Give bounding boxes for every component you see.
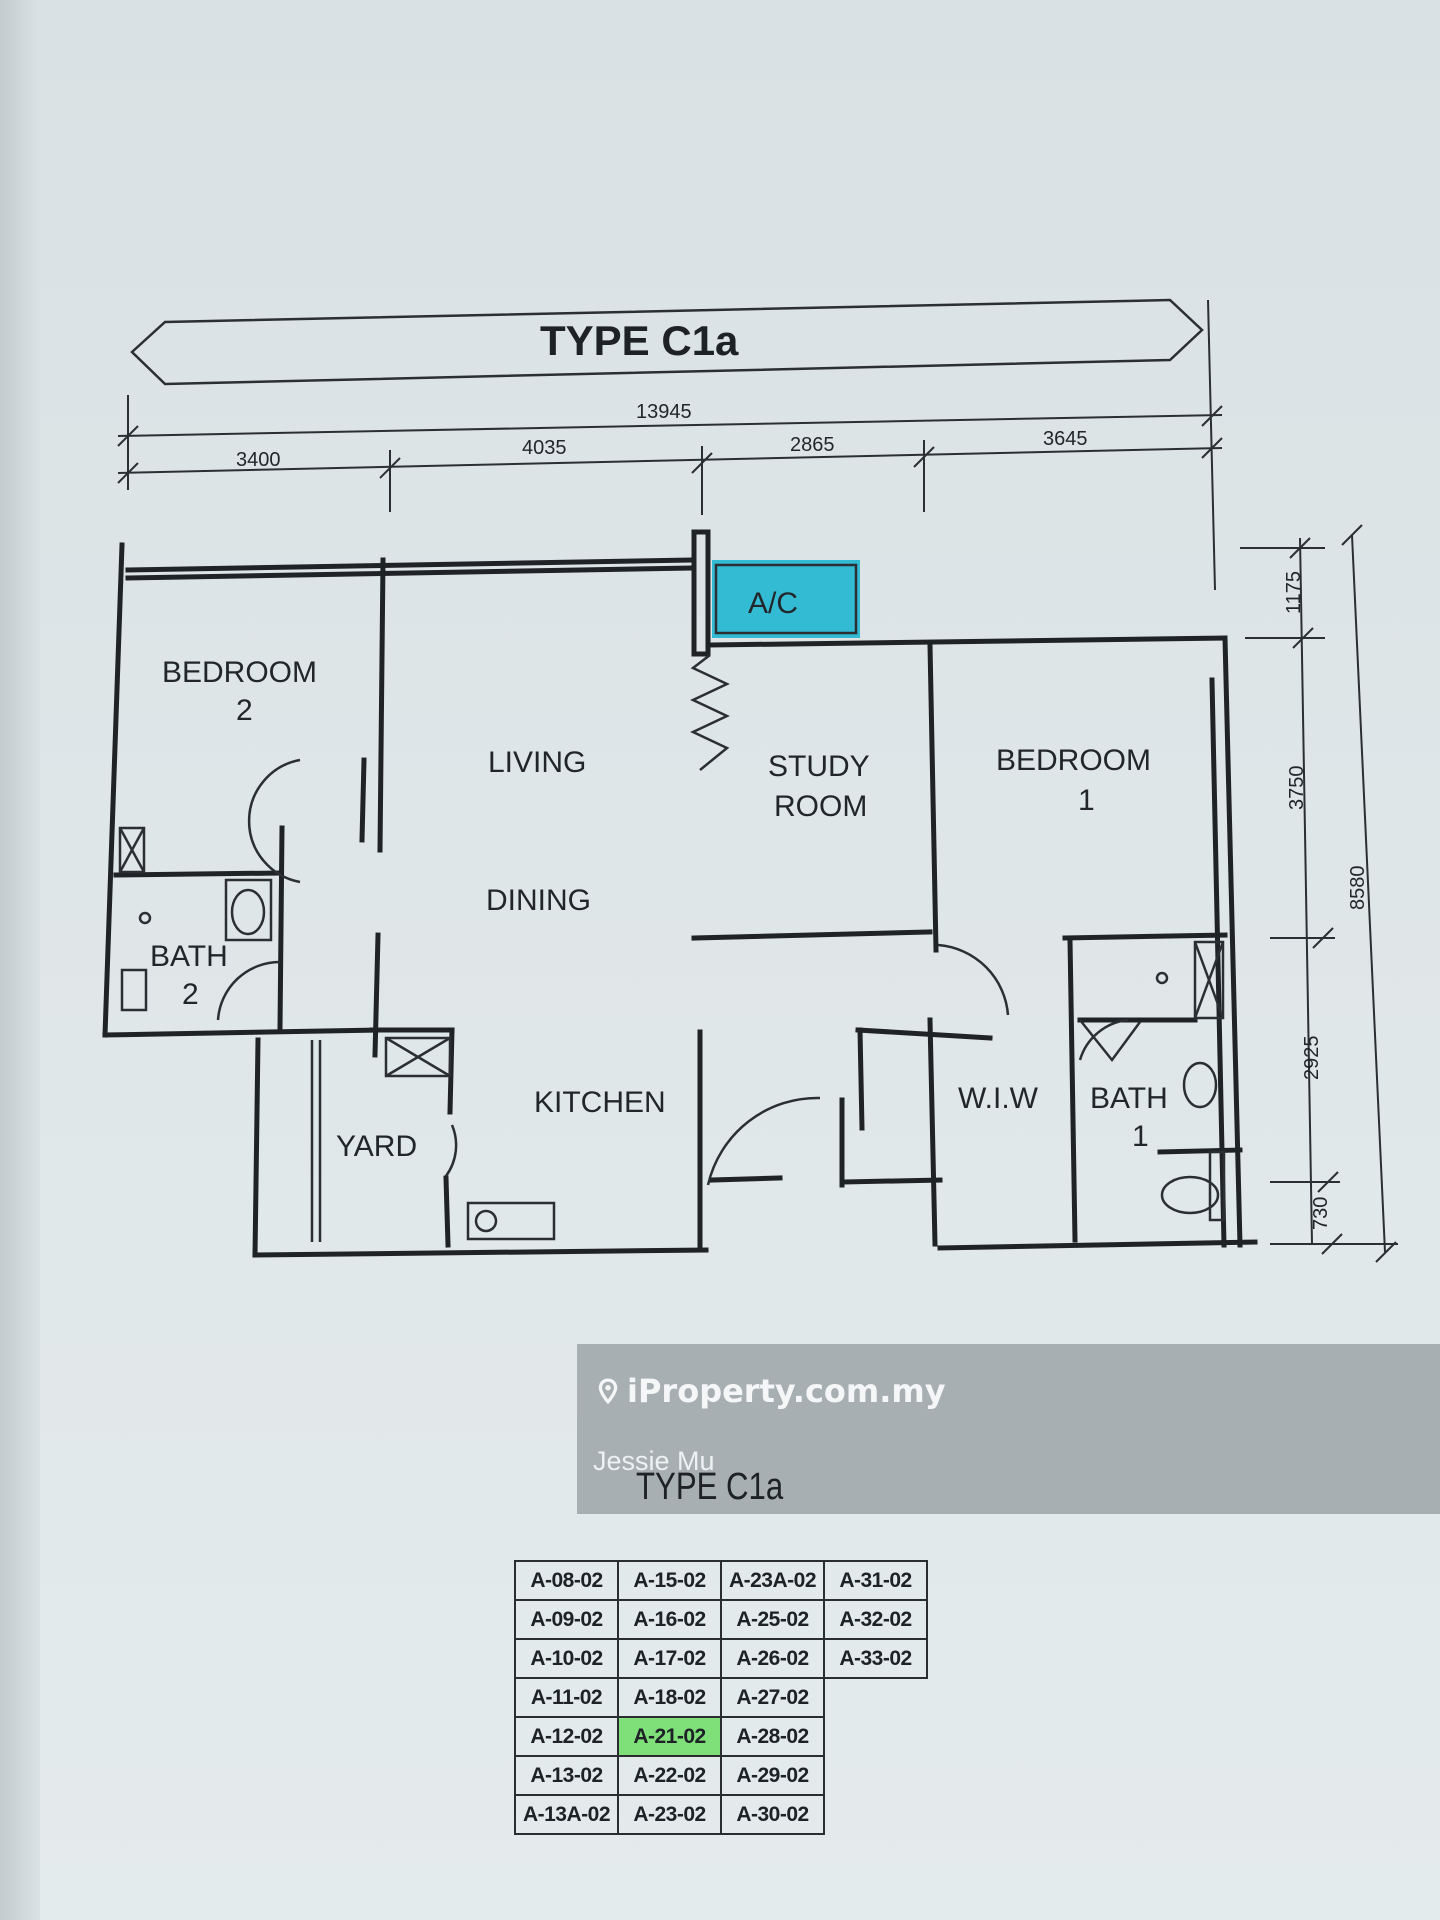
unit-cell: A-18-02 — [617, 1677, 722, 1718]
unit-cell: A-25-02 — [720, 1599, 825, 1640]
top-dimension-lines — [117, 299, 1223, 591]
unit-cell: A-32-02 — [823, 1599, 928, 1640]
unit-cell: A-11-02 — [514, 1677, 619, 1718]
unit-cell: A-09-02 — [514, 1599, 619, 1640]
dim-right-4: 730 — [1310, 1197, 1332, 1230]
dim-right-1: 1175 — [1283, 571, 1305, 614]
watermark-banner: iProperty.com.my Jessie Mu — [577, 1344, 1440, 1514]
dim-total-width: 13945 — [636, 401, 692, 423]
unit-cell-empty — [824, 1717, 927, 1756]
unit-cell: A-31-02 — [823, 1560, 928, 1601]
unit-cell: A-08-02 — [514, 1560, 619, 1601]
bedroom2-number: 2 — [236, 694, 253, 727]
yard-label: YARD — [336, 1130, 417, 1163]
unit-cell: A-21-02 — [617, 1716, 722, 1757]
unit-cell: A-13-02 — [514, 1755, 619, 1796]
unit-cell: A-22-02 — [617, 1755, 722, 1796]
ac-ledge-outline — [714, 563, 858, 635]
unit-cell: A-13A-02 — [514, 1794, 619, 1835]
unit-cell: A-26-02 — [720, 1638, 825, 1679]
bedroom1-label: BEDROOM — [996, 744, 1151, 777]
dining-label: DINING — [486, 884, 591, 917]
unit-cell: A-15-02 — [617, 1560, 722, 1601]
bath2-number: 2 — [182, 978, 199, 1011]
ac-ledge — [712, 560, 860, 638]
unit-cell: A-33-02 — [823, 1638, 928, 1679]
dim-total-depth: 8580 — [1347, 866, 1369, 911]
unit-cell: A-16-02 — [617, 1599, 722, 1640]
living-label: LIVING — [488, 746, 586, 779]
dim-segment-3: 2865 — [790, 434, 835, 456]
unit-cell-empty — [824, 1756, 927, 1795]
dim-segment-4: 3645 — [1043, 428, 1088, 450]
bath1-number: 1 — [1132, 1120, 1149, 1153]
unit-type-subtitle: TYPE C1a — [636, 1466, 784, 1508]
watermark-agent: Jessie Mu — [593, 1446, 715, 1476]
bath1-label: BATH — [1090, 1082, 1168, 1115]
unit-cell: A-30-02 — [720, 1794, 825, 1835]
dim-right-3: 2925 — [1301, 1036, 1323, 1081]
unit-cell: A-23-02 — [617, 1794, 722, 1835]
kitchen-label: KITCHEN — [534, 1086, 666, 1119]
dim-segment-1: 3400 — [236, 449, 281, 471]
wiw-label: W.I.W — [958, 1082, 1039, 1115]
study-label: STUDY — [768, 750, 870, 783]
unit-cell: A-23A-02 — [720, 1560, 825, 1601]
unit-cell-empty — [824, 1795, 927, 1834]
dim-segment-2: 4035 — [522, 437, 567, 459]
bath2-label: BATH — [150, 940, 228, 973]
plan-title: TYPE C1a — [540, 317, 739, 364]
unit-cell-empty — [824, 1678, 927, 1717]
location-pin-icon — [598, 1378, 618, 1404]
unit-cell: A-28-02 — [720, 1716, 825, 1757]
room-labels: BEDROOM 2 LIVING DINING STUDY ROOM BEDRO… — [150, 656, 1168, 1163]
watermark-brand: iProperty.com.my — [595, 1372, 946, 1410]
paper-edge-shadow — [0, 0, 40, 1920]
watermark-brand-text: iProperty.com.my — [627, 1372, 946, 1410]
bedroom1-number: 1 — [1078, 784, 1095, 817]
unit-cell: A-17-02 — [617, 1638, 722, 1679]
right-dimension-lines — [1240, 524, 1398, 1263]
fixtures — [118, 826, 1226, 1241]
unit-cell: A-27-02 — [720, 1677, 825, 1718]
unit-cell: A-29-02 — [720, 1755, 825, 1796]
bedroom2-label: BEDROOM — [162, 656, 317, 689]
title-banner — [130, 298, 1204, 386]
study-room-label: ROOM — [774, 790, 867, 823]
study-folding-door — [690, 654, 730, 771]
door-swings — [216, 758, 1142, 1186]
unit-cell: A-10-02 — [514, 1638, 619, 1679]
dim-right-2: 3750 — [1286, 766, 1308, 811]
ac-label: A/C — [748, 587, 798, 620]
unit-cell: A-12-02 — [514, 1716, 619, 1757]
walls — [102, 529, 1258, 1258]
